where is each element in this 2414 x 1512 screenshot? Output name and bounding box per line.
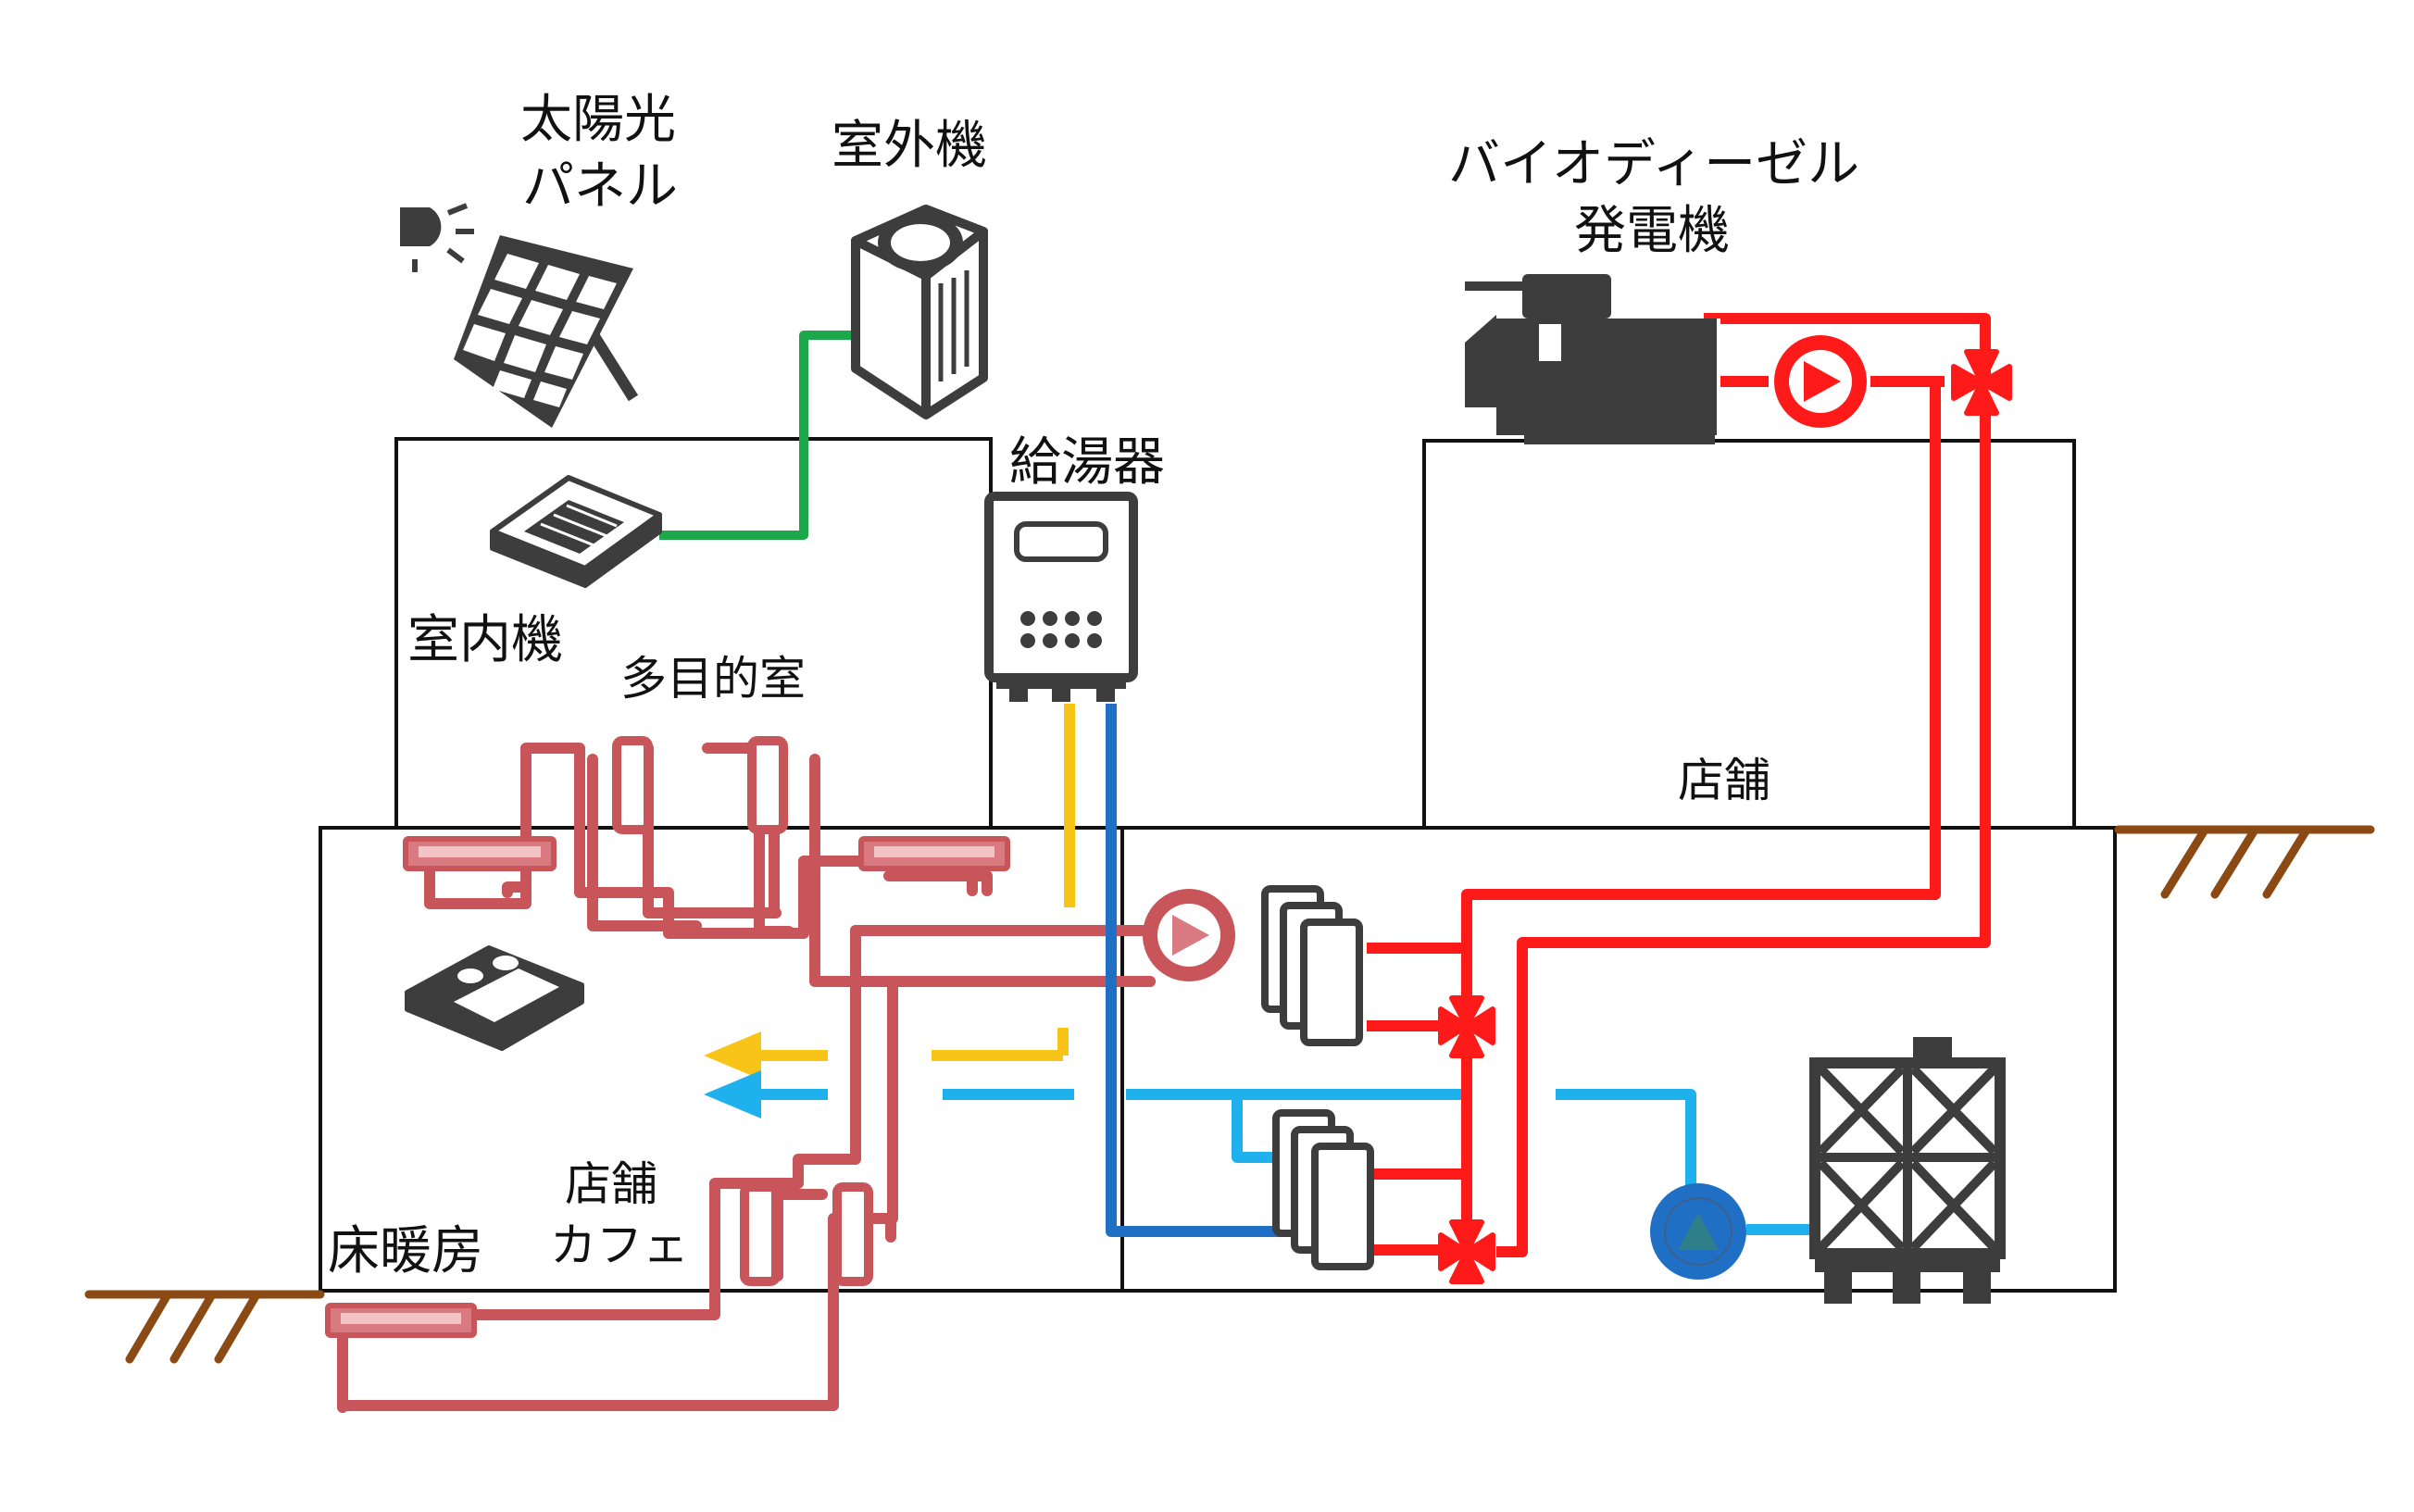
pump-icon-generator xyxy=(1774,335,1867,428)
manifold-upper-2 xyxy=(747,736,788,834)
water-heater-icon xyxy=(984,492,1138,702)
pump-icon-water xyxy=(1650,1183,1746,1280)
label-water-heater: 給湯器 xyxy=(1009,432,1165,493)
label-generator-line1: バイオディーゼル xyxy=(1448,134,1859,194)
label-solar-panel-line2: パネル xyxy=(522,156,678,217)
hot-water-pipes xyxy=(1367,313,1991,1257)
outdoor-unit-icon xyxy=(851,205,988,419)
manifold-lower-1 xyxy=(740,1182,781,1286)
hot-water-arrow xyxy=(704,1031,761,1080)
label-multipurpose-room: 多目的室 xyxy=(620,652,806,706)
ground-left xyxy=(84,1290,325,1364)
hot-water-flow xyxy=(759,1028,1069,1061)
water-tank-icon xyxy=(1809,1037,2006,1304)
valve-low xyxy=(1438,1219,1495,1284)
ceiling-cassette-icon xyxy=(490,475,662,588)
valve-mid xyxy=(1438,995,1495,1058)
label-outdoor-unit: 室外機 xyxy=(832,116,987,176)
ground-right xyxy=(2114,825,2375,899)
generator-icon xyxy=(1465,274,1720,444)
labels: 太陽光 パネル 室外機 給湯器 バイオディーゼル 発電機 室内機 多目的室 店舗… xyxy=(328,90,1859,1281)
label-store-cafe-line1: 店舗 xyxy=(565,1157,657,1211)
heat-exchanger-icon-upper xyxy=(1261,885,1363,1046)
cold-water-arrow xyxy=(704,1070,761,1118)
building-outlines xyxy=(319,437,2117,1293)
three-way-valve-icon xyxy=(1951,349,2012,416)
cold-supply-pipe xyxy=(1106,704,1296,1237)
basement-right-outline xyxy=(1120,826,2117,1293)
label-generator-line2: 発電機 xyxy=(1574,201,1730,261)
solar-panel-icon xyxy=(454,235,639,428)
heat-exchanger-icon-lower xyxy=(1272,1109,1374,1270)
manifold-upper-1 xyxy=(612,736,653,834)
label-indoor-unit: 室内機 xyxy=(407,610,563,670)
label-solar-panel-line1: 太陽光 xyxy=(520,90,676,150)
pump-icon-heating xyxy=(1143,889,1235,981)
label-store-upper: 店舗 xyxy=(1678,754,1770,807)
sun-icon xyxy=(400,203,474,272)
refrigerant-pipe xyxy=(659,331,856,540)
ventilation-unit-icon xyxy=(405,945,584,1051)
manifold-lower-2 xyxy=(832,1182,873,1286)
label-floor-heating: 床暖房 xyxy=(328,1221,483,1281)
floor-heating-manifolds xyxy=(612,736,873,1286)
label-store-cafe-line2: カフェ xyxy=(550,1218,689,1272)
